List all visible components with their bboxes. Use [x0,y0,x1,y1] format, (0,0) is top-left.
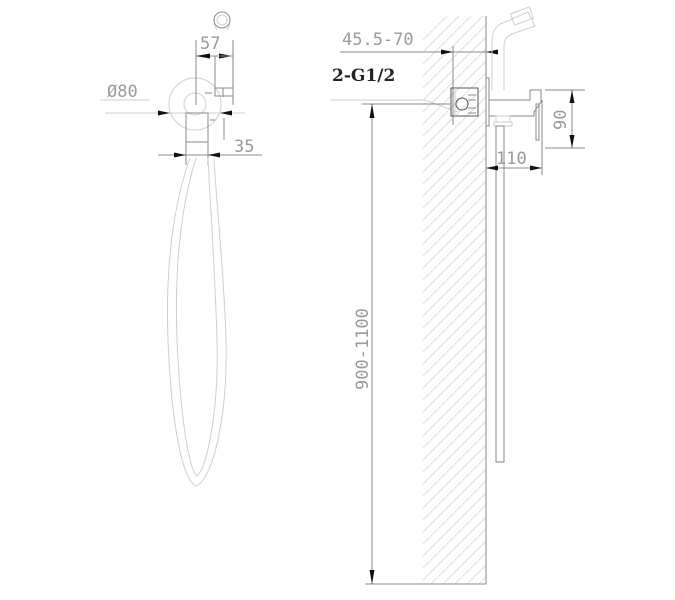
dimension-110: 110 [486,100,543,175]
wall-hatch [423,16,486,584]
sprayer-side-icon [491,6,536,90]
dimension-57-label: 57 [200,34,220,54]
in-wall-valve [450,87,479,117]
wall-plate [485,77,490,127]
dimension-wall-depth-label: 45.5-70 [342,30,414,50]
side-view: 45.5-70 2-G1/2 [330,6,585,585]
dimension-mount-height: 900-1100 [353,103,450,584]
hose-side [495,125,505,463]
sprayer-head-icon [213,11,231,31]
dimension-90: 90 [545,89,585,149]
hose-loop [166,157,227,487]
dimension-wall-depth: 45.5-70 [340,30,498,125]
thread-label: 2-G1/2 [332,66,395,86]
dimension-35: 35 [158,137,262,165]
dimension-90-label: 90 [551,110,571,130]
dimension-diameter-label: Ø80 [107,82,138,102]
dimension-110-label: 110 [496,149,527,169]
holder-body [489,89,542,141]
thread-callout: 2-G1/2 [330,66,459,113]
dimension-diameter-80: Ø80 [100,82,245,116]
wall-flange [168,77,222,131]
dimension-35-label: 35 [234,137,254,157]
front-view: 57 Ø80 35 [100,11,262,487]
dimension-mount-height-label: 900-1100 [353,308,373,390]
